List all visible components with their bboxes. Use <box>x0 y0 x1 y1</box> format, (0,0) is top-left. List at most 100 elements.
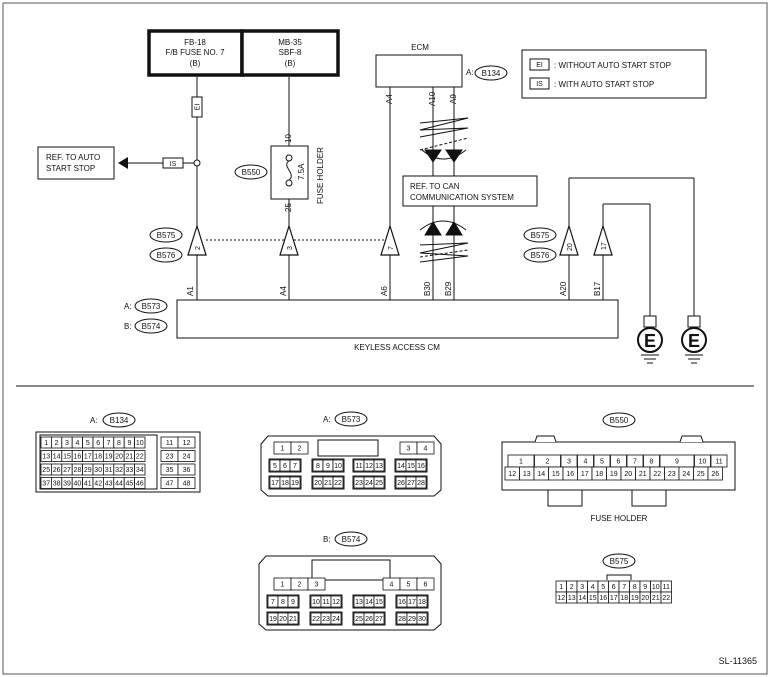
pin-number: 1 <box>281 582 285 589</box>
pin-number: 10 <box>334 463 342 470</box>
ref-can-box[interactable]: REF. TO CAN COMMUNICATION SYSTEM <box>402 175 538 207</box>
pin-number: 9 <box>326 463 330 470</box>
pin-number: 2 <box>546 459 550 466</box>
pin-group <box>394 475 428 490</box>
pin-number: 10 <box>136 440 144 447</box>
pin-cell <box>373 612 385 625</box>
pin-number: 45 <box>126 481 134 488</box>
ground-symbol-1 <box>637 315 663 364</box>
ecm-title: ECM <box>411 43 429 52</box>
can-signal-down-icon <box>419 117 469 163</box>
pin-number: 25 <box>697 471 705 478</box>
pin-number: 23 <box>322 616 330 623</box>
b550-name: B550 <box>610 416 629 425</box>
is-tag-text: IS <box>170 161 177 168</box>
pin-number: 16 <box>566 471 574 478</box>
pin-cell <box>177 436 196 449</box>
pin-cell <box>287 612 299 625</box>
joint-pin-7 <box>380 223 400 256</box>
pin-number: 26 <box>711 471 719 478</box>
joint-left-bottom: B576 <box>157 251 176 260</box>
pin-number: 14 <box>537 471 545 478</box>
pin-group <box>352 475 386 490</box>
pin-number: 12 <box>183 440 191 447</box>
pin-cell <box>307 577 326 591</box>
pin-number: 8 <box>117 440 121 447</box>
pin-number: 6 <box>617 459 621 466</box>
pin-number: 13 <box>42 454 50 461</box>
pin-number: 7 <box>107 440 111 447</box>
pin-number: 9 <box>643 584 647 591</box>
pin-number: 18 <box>418 599 426 606</box>
ref-auto-start-box[interactable]: REF. TO AUTO START STOP <box>37 146 115 180</box>
pin-number: 7 <box>633 459 637 466</box>
pin-number: 3 <box>315 582 319 589</box>
pin-number: 22 <box>312 616 320 623</box>
pin-group <box>394 458 428 473</box>
ground-e-1: E <box>644 331 656 351</box>
pin-number: 7 <box>293 463 297 470</box>
pin-number: 17 <box>408 599 416 606</box>
pin-group <box>266 611 300 626</box>
module-pin-a20: A20 <box>559 281 568 296</box>
pin-cell <box>177 450 196 462</box>
legend-tag-ei: EI <box>536 62 543 69</box>
pin-number: 17 <box>610 595 618 602</box>
pin-number: 25 <box>375 480 383 487</box>
pin-number: 21 <box>652 595 660 602</box>
pin-cell <box>373 595 385 608</box>
joint-pin-17 <box>593 223 613 256</box>
pin-number: 8 <box>650 459 654 466</box>
pin-number: 20 <box>624 471 632 478</box>
pin-number: 30 <box>418 616 426 623</box>
pin-number: 22 <box>653 471 661 478</box>
fuse-pin-bottom: 25 <box>284 203 293 212</box>
pin-group <box>311 475 345 490</box>
joint-right-top: B575 <box>531 231 550 240</box>
pin-number: 48 <box>183 481 191 488</box>
pin-cell <box>287 595 299 608</box>
pin-number: 21 <box>289 616 297 623</box>
pin-cell <box>330 612 342 625</box>
pin-number: 3 <box>65 440 69 447</box>
fuse-pin-top: 10 <box>284 134 293 143</box>
pin-number: 5 <box>601 584 605 591</box>
pin-number: 23 <box>668 471 676 478</box>
pin-number: 4 <box>390 582 394 589</box>
pin-number: 2 <box>298 446 302 453</box>
b134-name: B134 <box>110 416 129 425</box>
pin-number: 3 <box>567 459 571 466</box>
pin-number: 19 <box>269 616 277 623</box>
pin-number: 44 <box>115 481 123 488</box>
pin-number: 34 <box>136 467 144 474</box>
ei-tag <box>191 96 203 118</box>
pin-number: 2 <box>570 584 574 591</box>
pin-number: 31 <box>105 467 113 474</box>
connector-b550-label: B550 <box>602 412 636 428</box>
pin-cell <box>332 459 344 472</box>
pin-number: 11 <box>663 584 670 591</box>
pin-number: 6 <box>424 582 428 589</box>
pin-number: 28 <box>398 616 406 623</box>
pin-cell <box>134 463 146 476</box>
pin-group <box>352 611 386 626</box>
pin-cell <box>373 459 385 472</box>
pin-number: 39 <box>63 481 71 488</box>
joint-pin-20 <box>559 223 579 256</box>
connector-b573-label: A: B573 <box>323 411 368 427</box>
pin-cell <box>290 441 309 455</box>
pin-number: 5 <box>86 440 90 447</box>
pin-number: 21 <box>126 454 134 461</box>
pin-number: 9 <box>675 459 679 466</box>
pin-number: 41 <box>84 481 92 488</box>
pin-cell <box>660 591 672 604</box>
pin-number: 33 <box>126 467 134 474</box>
pin-number: 4 <box>584 459 588 466</box>
pin-number: 25 <box>355 616 363 623</box>
ref-can-line2: COMMUNICATION SYSTEM <box>410 193 514 202</box>
pin-number: 5 <box>273 463 277 470</box>
pin-number: 7 <box>622 584 626 591</box>
